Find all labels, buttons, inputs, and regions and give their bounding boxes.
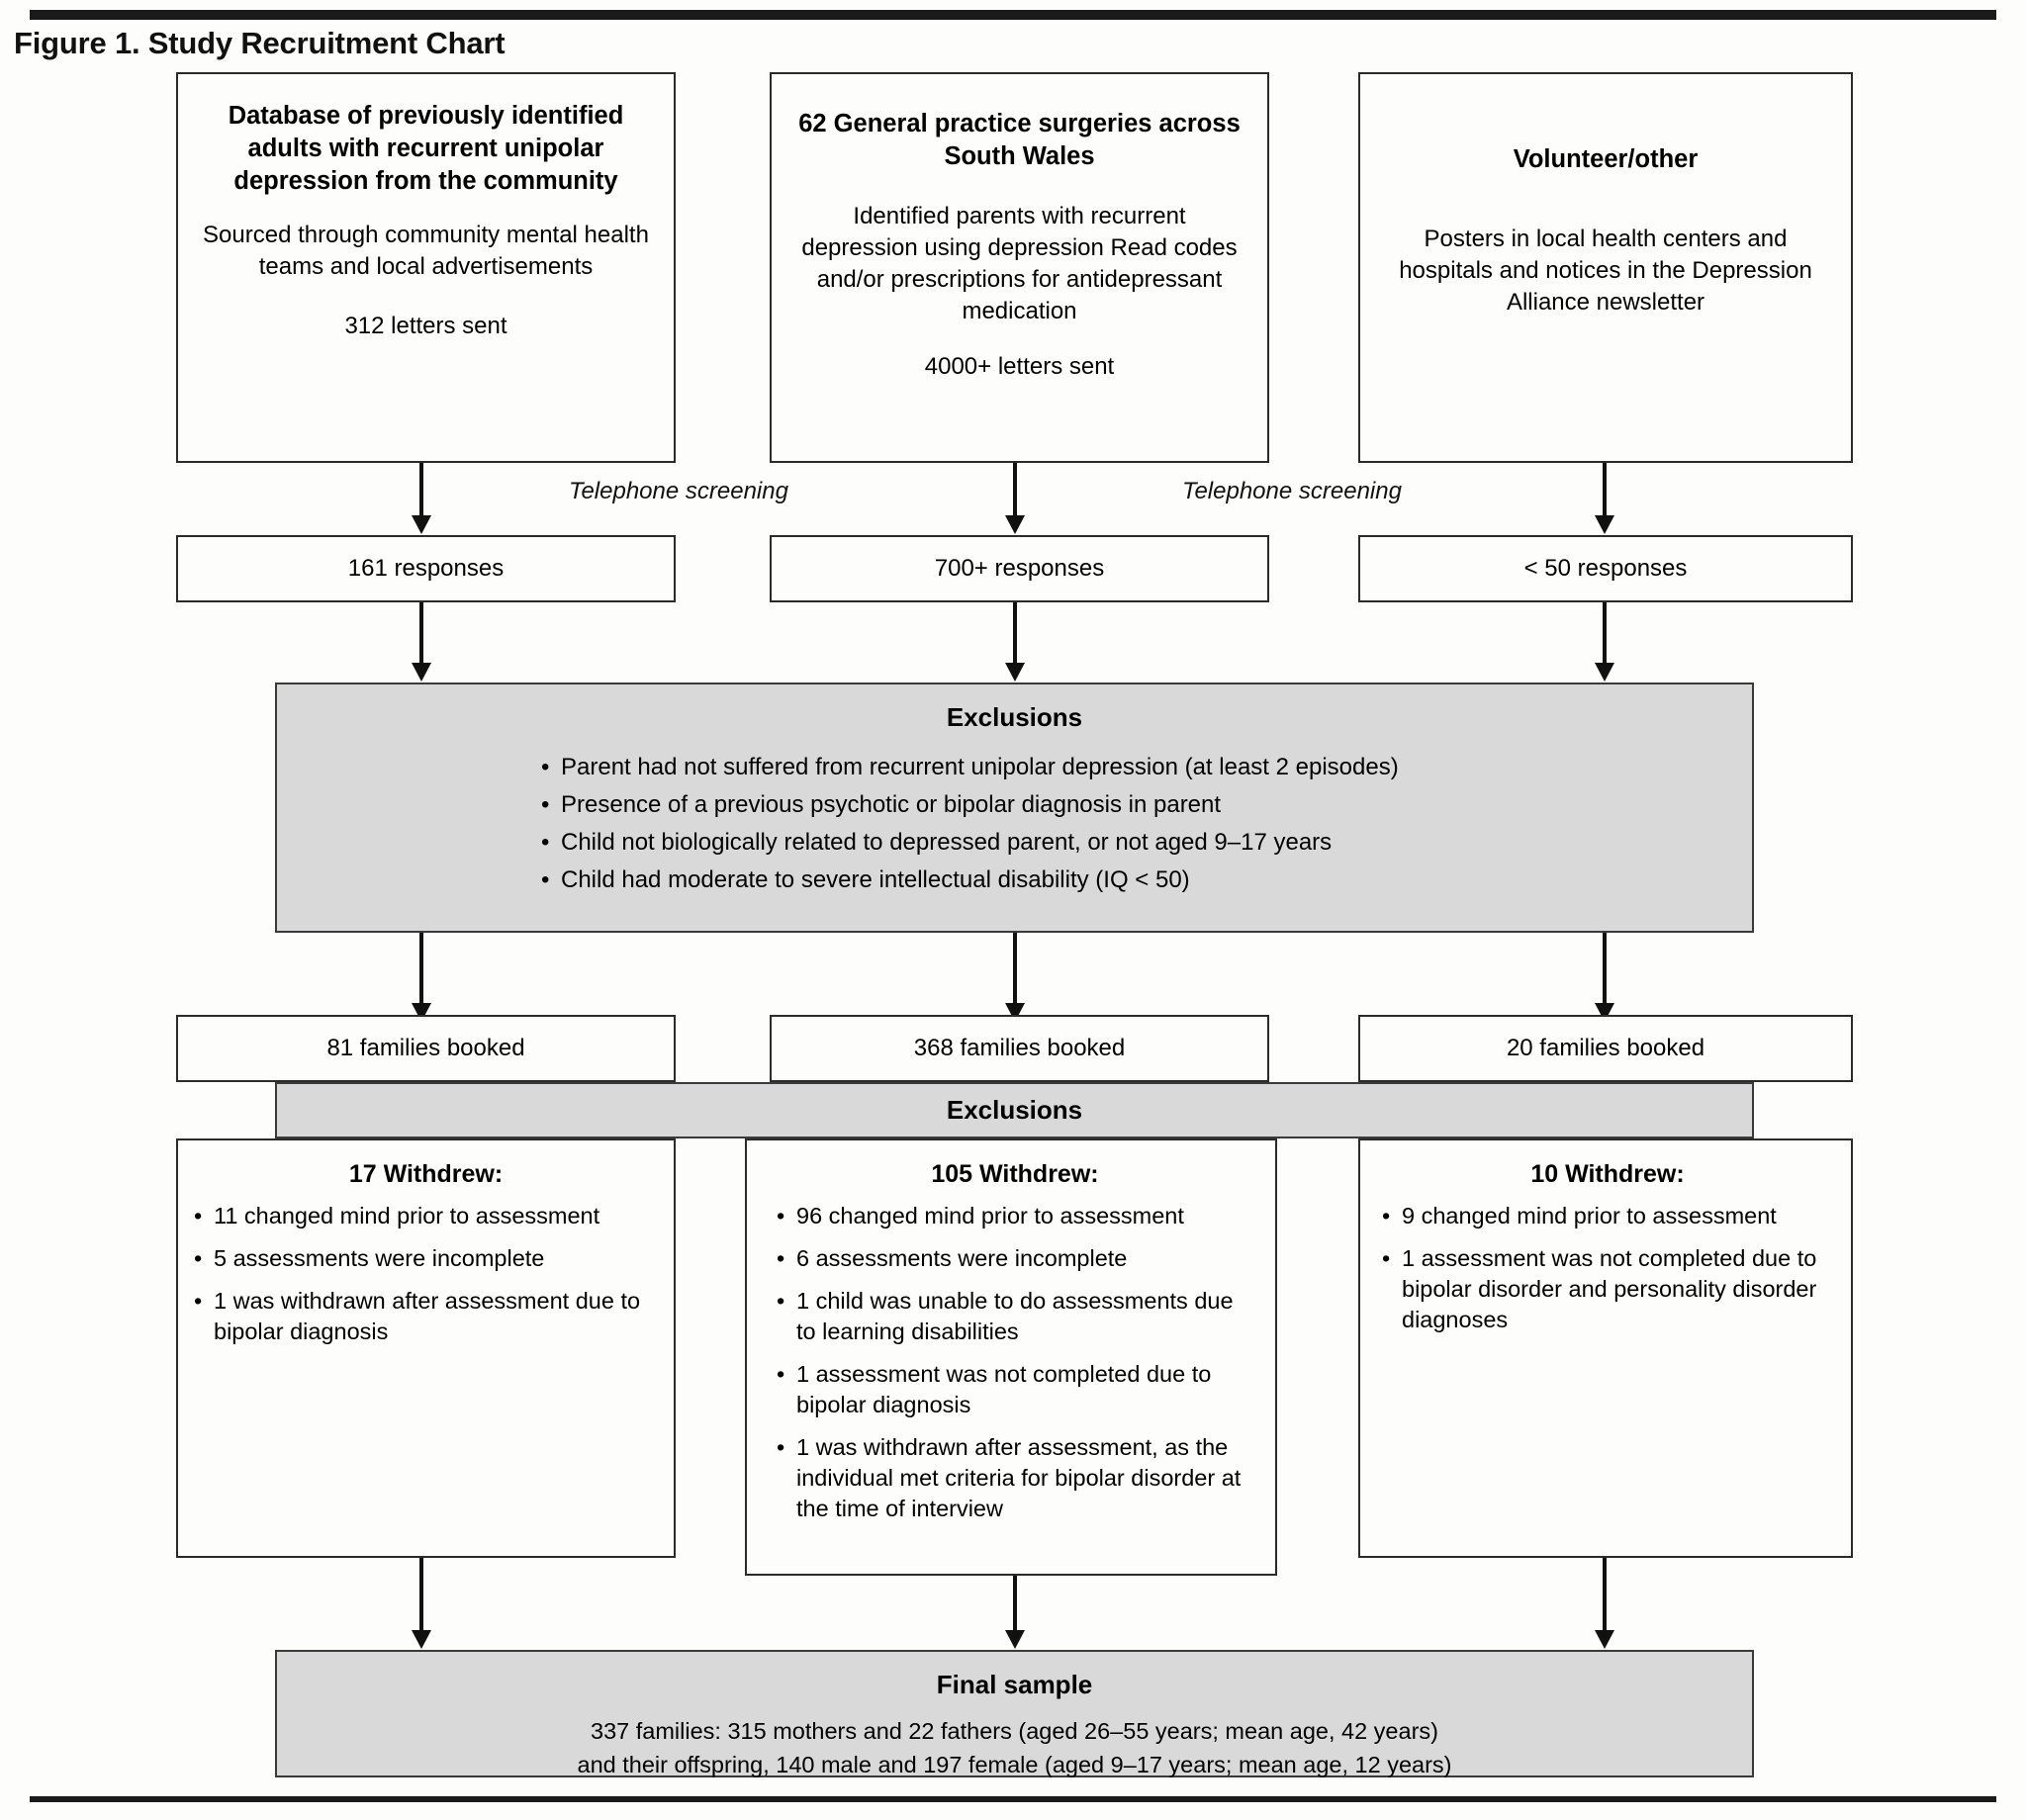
final-sample-line-1: 337 families: 315 mothers and 22 fathers… [591, 1718, 1438, 1744]
withdrew-item: 96 changed mind prior to assessment [773, 1201, 1257, 1231]
source-count: 312 letters sent [344, 313, 507, 339]
arrow-response-to-exclusions-right [1595, 602, 1614, 682]
source-title: Database of previously identified adults… [228, 102, 624, 195]
withdrew-list: 96 changed mind prior to assessment 6 as… [773, 1201, 1257, 1524]
withdrew-item: 11 changed mind prior to assessment [190, 1201, 662, 1231]
booked-box-left: 81 families booked [176, 1015, 676, 1082]
withdrew-item: 1 was withdrawn after assessment due to … [190, 1286, 662, 1347]
withdrew-item: 1 assessment was not completed due to bi… [773, 1359, 1257, 1420]
exclusions-list: Parent had not suffered from recurrent u… [277, 749, 1752, 899]
source-box-volunteer: Volunteer/other Posters in local health … [1358, 72, 1853, 463]
arrow-response-to-exclusions-middle [1005, 602, 1025, 682]
withdrew-item: 1 assessment was not completed due to bi… [1378, 1243, 1837, 1335]
exclusion-item: Child not biologically related to depres… [539, 824, 1712, 862]
arrow-exclusions-to-booked-right [1595, 933, 1614, 1022]
final-sample-line-2: and their offspring, 140 male and 197 fe… [577, 1752, 1452, 1777]
exclusions-box-2: Exclusions [275, 1082, 1754, 1138]
response-box-left: 161 responses [176, 535, 676, 602]
final-sample-heading: Final sample [936, 1670, 1093, 1699]
source-detail: Sourced through community mental health … [203, 222, 649, 280]
withdrew-box-left: 17 Withdrew: 11 changed mind prior to as… [176, 1138, 676, 1558]
arrow-withdrew-to-final-right [1595, 1558, 1614, 1649]
withdrew-title: 105 Withdrew: [931, 1160, 1099, 1188]
source-title: 62 General practice surgeries across Sou… [798, 110, 1241, 170]
withdrew-title: 10 Withdrew: [1530, 1160, 1685, 1188]
withdrew-item: 9 changed mind prior to assessment [1378, 1201, 1837, 1231]
arrow-source-to-response-right [1595, 463, 1614, 534]
top-rule [30, 10, 1996, 20]
response-box-middle: 700+ responses [770, 535, 1269, 602]
withdrew-list: 9 changed mind prior to assessment 1 ass… [1378, 1201, 1837, 1335]
source-count: 4000+ letters sent [924, 353, 1115, 380]
arrow-response-to-exclusions-left [412, 602, 431, 682]
withdrew-list: 11 changed mind prior to assessment 5 as… [190, 1201, 662, 1347]
withdrew-item: 1 child was unable to do assessments due… [773, 1286, 1257, 1347]
source-title: Volunteer/other [1513, 145, 1699, 173]
telephone-screening-label-left: Telephone screening [569, 478, 788, 504]
arrow-withdrew-to-final-middle [1005, 1576, 1025, 1649]
source-box-general-practice: 62 General practice surgeries across Sou… [770, 72, 1269, 463]
telephone-screening-label-middle: Telephone screening [1182, 478, 1402, 504]
exclusion-item: Parent had not suffered from recurrent u… [539, 749, 1712, 786]
exclusion-item: Presence of a previous psychotic or bipo… [539, 786, 1712, 824]
exclusions-heading: Exclusions [946, 702, 1083, 732]
response-count: 700+ responses [934, 555, 1105, 582]
exclusions-heading: Exclusions [946, 1095, 1083, 1125]
booked-box-right: 20 families booked [1358, 1015, 1853, 1082]
withdrew-item: 6 assessments were incomplete [773, 1243, 1257, 1274]
withdrew-box-right: 10 Withdrew: 9 changed mind prior to ass… [1358, 1138, 1853, 1558]
exclusions-box-1: Exclusions Parent had not suffered from … [275, 682, 1754, 933]
response-count: 161 responses [347, 555, 505, 582]
source-detail: Identified parents with recurrent depres… [801, 203, 1238, 324]
arrow-source-to-response-left [412, 463, 431, 534]
booked-box-middle: 368 families booked [770, 1015, 1269, 1082]
withdrew-item: 5 assessments were incomplete [190, 1243, 662, 1274]
exclusion-item: Child had moderate to severe intellectua… [539, 862, 1712, 899]
withdrew-box-middle: 105 Withdrew: 96 changed mind prior to a… [745, 1138, 1277, 1576]
booked-count: 81 families booked [326, 1035, 525, 1061]
response-box-right: < 50 responses [1358, 535, 1853, 602]
final-sample-box: Final sample 337 families: 315 mothers a… [275, 1650, 1754, 1777]
source-box-database: Database of previously identified adults… [176, 72, 676, 463]
arrow-withdrew-to-final-left [412, 1558, 431, 1649]
withdrew-item: 1 was withdrawn after assessment, as the… [773, 1432, 1257, 1524]
arrow-exclusions-to-booked-middle [1005, 933, 1025, 1022]
withdrew-title: 17 Withdrew: [348, 1160, 504, 1188]
arrow-exclusions-to-booked-left [412, 933, 431, 1022]
bottom-rule [30, 1796, 1996, 1802]
arrow-source-to-response-middle [1005, 463, 1025, 534]
booked-count: 20 families booked [1506, 1035, 1705, 1061]
source-detail: Posters in local health centers and hosp… [1399, 226, 1812, 316]
booked-count: 368 families booked [913, 1035, 1126, 1061]
figure-title: Figure 1. Study Recruitment Chart [14, 26, 506, 60]
response-count: < 50 responses [1523, 555, 1688, 582]
